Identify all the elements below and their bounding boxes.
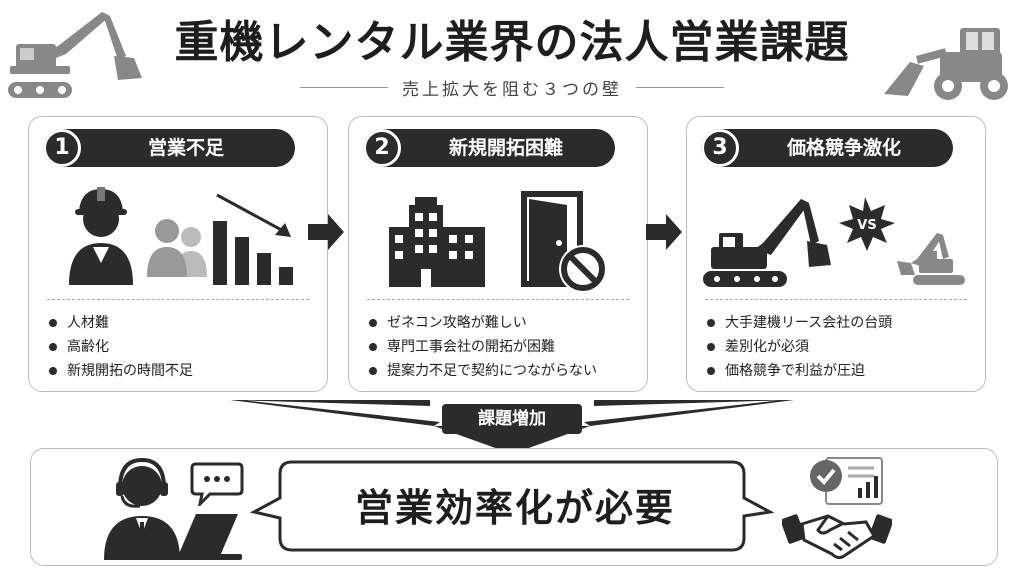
panel-number: 1 [43, 129, 81, 167]
list-item: 価格競争で利益が圧迫 [707, 359, 892, 383]
conclusion-callout [250, 460, 774, 552]
panel-divider [47, 299, 309, 300]
worker-icon [69, 187, 207, 285]
laptop-icon [162, 514, 242, 560]
speech-bubble-icon [190, 462, 244, 506]
prohibited-icon [559, 245, 607, 293]
panel-price-competition: 3 価格競争激化 VS 大手建機リース会社の台頭 差別化が必須 [686, 116, 986, 392]
panel-item-list: 人材難 高齢化 新規開拓の時間不足 [49, 311, 193, 383]
panel-illustration: VS [703, 197, 965, 287]
subtitle-rule-left [300, 86, 388, 88]
panel-sales-shortage: 1 営業不足 人材難 高齢化 新規開拓の時間不足 [28, 116, 328, 392]
page-title: 重機レンタル業界の法人営業課題 [174, 17, 850, 68]
list-item: 差別化が必須 [707, 335, 892, 359]
office-building-icon [389, 197, 485, 287]
list-item: 新規開拓の時間不足 [49, 359, 193, 383]
list-item: 提案力不足で契約につながらない [369, 359, 597, 383]
vs-burst-icon [839, 197, 895, 251]
excavator-icon [8, 12, 142, 98]
panel-divider [367, 299, 629, 300]
panel-item-list: ゼネコン攻略が難しい 専門工事会社の開拓が困難 提案力不足で契約につながらない [369, 311, 597, 383]
panel-divider [705, 299, 967, 300]
panel-new-development: 2 新規開拓困難 [348, 116, 648, 392]
page-subtitle: 売上拡大を阻む３つの壁 [402, 79, 622, 100]
declining-bar-chart-icon [213, 193, 293, 285]
panel-header: 3 価格競争激化 [701, 129, 953, 167]
conclusion-text: 営業効率化が必要 [354, 486, 675, 530]
panel-number: 3 [701, 129, 739, 167]
panel-header: 1 営業不足 [43, 129, 295, 167]
checked-document-icon [810, 457, 883, 505]
panel-illustration [69, 187, 293, 285]
result-label: 課題増加 [442, 404, 582, 434]
vs-label: VS [857, 218, 876, 233]
wheel-loader-icon [884, 28, 1008, 100]
small-excavator-icon [897, 233, 965, 285]
list-item: 大手建機リース会社の台頭 [707, 311, 892, 335]
list-item: 専門工事会社の開拓が困難 [369, 335, 597, 359]
panel-title: 営業不足 [147, 137, 224, 159]
large-excavator-icon [703, 199, 831, 287]
subtitle-rule-right [636, 86, 724, 88]
panel-title: 新規開拓困難 [448, 137, 563, 159]
right-arrow-icon [308, 214, 344, 250]
panel-title: 価格競争激化 [786, 137, 901, 159]
handshake-icon [782, 514, 892, 560]
list-item: ゼネコン攻略が難しい [369, 311, 597, 335]
right-arrow-icon [646, 214, 682, 250]
list-item: 高齢化 [49, 335, 193, 359]
list-item: 人材難 [49, 311, 193, 335]
panel-header: 2 新規開拓困難 [363, 129, 615, 167]
panel-item-list: 大手建機リース会社の台頭 差別化が必須 価格競争で利益が圧迫 [707, 311, 892, 383]
panel-illustration [389, 191, 607, 293]
subtitle-row: 売上拡大を阻む３つの壁 [300, 74, 724, 100]
panel-number: 2 [363, 129, 401, 167]
call-center-operator-icon [104, 457, 242, 560]
